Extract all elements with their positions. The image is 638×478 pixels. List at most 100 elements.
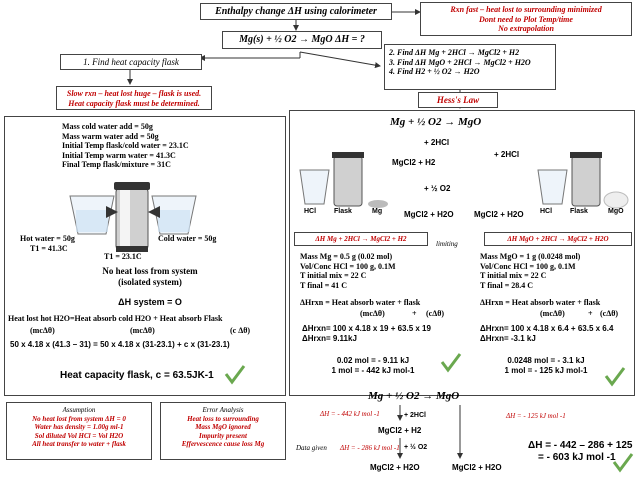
- assumption-line: No heat lost from system ΔH = 0: [32, 414, 126, 423]
- data-line: Mass cold water add = 50g: [62, 122, 153, 131]
- error-line: Impurity present: [198, 431, 248, 440]
- error-line: Heat loss to surrounding: [187, 414, 259, 423]
- heat-equation: 50 x 4.18 x (41.3 – 31) = 50 x 4.18 x (3…: [10, 340, 230, 349]
- dh3-label: ΔH = - 286 kJ mol -1: [340, 444, 400, 452]
- hcl-left: + 2HCl: [424, 138, 450, 147]
- heat-balance: Heat lost hot H2O=Heat absorb cold H2O +…: [8, 314, 223, 323]
- error-analysis-box: Error Analysis Heat loss to surrounding …: [160, 402, 286, 460]
- t1-cold-label: T1 = 23.1C: [104, 252, 142, 261]
- dh-mg-box: ΔH Mg + 2HCl → MgCl2 + H2: [294, 232, 428, 246]
- assumption-line: Water has density = 1.00g ml-1: [34, 423, 124, 431]
- dh-mgo-box: ΔH MgO + 2HCl → MgCl2 + H2O: [484, 232, 632, 246]
- step-line: 2. Find ΔH Mg + 2HCl → MgCl2 + H2: [389, 48, 520, 57]
- calc-line: ΔHrxn= 9.11kJ: [302, 333, 357, 343]
- data-line: Mass Mg = 0.5 g (0.02 mol): [300, 252, 393, 261]
- mgcl2-h2: MgCl2 + H2: [392, 158, 436, 167]
- heat-capacity-result: Heat capacity flask, c = 63.5JK-1: [60, 370, 214, 381]
- h-rxn-term: (mcΔθ): [360, 309, 385, 318]
- mg-mol: 0.02 mol = - 9.11 kJ 1 mol = - 442 kJ mo…: [298, 356, 448, 375]
- steps-box: 2. Find ΔH Mg + 2HCl → MgCl2 + H2 3. Fin…: [384, 44, 556, 90]
- error-heading: Error Analysis: [202, 406, 244, 414]
- h-rxn-term: (cΔθ): [426, 309, 445, 318]
- mgcl2-h2o-bottom-left: MgCl2 + H2O: [370, 463, 420, 472]
- mgcl2-h2o-right: MgCl2 + H2O: [474, 210, 524, 219]
- slow-rxn-note: Slow rxn – heat lost huge – flask is use…: [56, 86, 212, 110]
- data-line: Vol/Conc HCl = 100 g, 0.1M: [480, 261, 576, 271]
- answer-line: ΔH = - 442 – 286 + 125: [528, 440, 633, 451]
- error-line: Mass MgO ignored: [195, 423, 251, 431]
- note-line: Heat capacity flask must be determined.: [68, 98, 200, 108]
- mgcl2-h2-bottom: MgCl2 + H2: [378, 426, 422, 435]
- h-rxn-heat-mgo: ΔHrxn = Heat absorb water + flask: [480, 298, 601, 307]
- note-line: Rxn fast – heat lost to surrounding mini…: [450, 5, 602, 14]
- heat-term: (mcΔθ): [130, 326, 155, 335]
- apparatus-label: MgO: [608, 208, 624, 215]
- heat-capacity-panel: [4, 116, 286, 396]
- hess-top-eq: Mg + ½ O2 → MgO: [390, 116, 482, 128]
- calc-line: ΔHrxn= 100 x 4.18 x 6.4 + 63.5 x 6.4: [480, 324, 614, 333]
- hess-label: Hess's Law: [418, 92, 498, 108]
- data-line: T final = 28.4 C: [480, 280, 534, 290]
- calc-line: ΔHrxn= 100 x 4.18 x 19 + 63.5 x 19: [302, 324, 431, 333]
- step-line: 4. Find H2 + ½ O2 → H2O: [389, 67, 480, 76]
- assumption-line: All heat transfer to water + flask: [32, 440, 126, 448]
- answer-line: = - 603 kJ mol -1: [538, 452, 616, 463]
- mg-data: Mass Mg = 0.5 g (0.02 mol) Vol/Conc HCl …: [300, 252, 396, 290]
- cold-water-label: Cold water = 50g: [158, 234, 217, 243]
- mol-line: 1 mol = - 125 kJ mol-1: [504, 365, 588, 375]
- mgo-calc: ΔHrxn= 100 x 4.18 x 6.4 + 63.5 x 6.4 ΔHr…: [480, 324, 613, 343]
- heat-term: (c Δθ): [230, 326, 251, 335]
- limiting-label: limiting: [436, 240, 458, 248]
- flask-data: Mass cold water add = 50g Mass warm wate…: [62, 122, 189, 170]
- mol-line: 0.02 mol = - 9.11 kJ: [336, 356, 410, 365]
- h-rxn-term: +: [412, 309, 417, 318]
- data-line: Vol/Conc HCl = 100 g, 0.1M: [300, 261, 396, 271]
- half-o2: + ½ O2: [424, 184, 451, 193]
- assumption-line: Sol diluted Vol HCl = Vol H2O: [34, 431, 124, 440]
- hess-bottom-eq: Mg + ½ O2 → MgO: [368, 390, 460, 402]
- half-o2-bottom: + ½ O2: [404, 444, 428, 451]
- h-rxn-heat-mg: ΔHrxn = Heat absorb water + flask: [300, 298, 421, 307]
- hcl-bottom: + 2HCl: [404, 412, 426, 419]
- no-heat-loss: No heat loss from system (isolated syste…: [60, 266, 240, 287]
- data-line: Initial Temp warm water = 41.3C: [62, 150, 176, 160]
- apparatus-label: Flask: [570, 208, 588, 215]
- data-line: T final = 41 C: [300, 280, 348, 290]
- data-line: Final Temp flask/mixture = 31C: [62, 160, 171, 169]
- data-line: T initial mix = 22 C: [300, 271, 367, 280]
- dh1-label: ΔH = - 442 kJ mol -1: [320, 410, 380, 418]
- data-given-label: Data given: [296, 444, 327, 452]
- h-rxn-term: +: [588, 309, 593, 318]
- note-line: Slow rxn – heat lost huge – flask is use…: [66, 89, 202, 98]
- mgo-data: Mass MgO = 1 g (0.0248 mol) Vol/Conc HCl…: [480, 252, 580, 290]
- assumption-box: Assumption No heat lost from system ΔH =…: [6, 402, 152, 460]
- heat-term: (mcΔθ): [30, 326, 55, 335]
- calc-line: ΔHrxn= -3.1 kJ: [480, 333, 536, 343]
- page-title: Enthalpy change ΔH using calorimeter: [200, 3, 392, 20]
- text-line: (isolated system): [118, 276, 182, 287]
- final-answer: ΔH = - 442 – 286 + 125 = - 603 kJ mol -1: [528, 440, 632, 464]
- data-line: T initial mix = 22 C: [480, 271, 547, 280]
- apparatus-label: HCl: [304, 208, 317, 215]
- assumption-heading: Assumption: [62, 406, 96, 414]
- data-line: Mass warm water add = 50g: [62, 131, 159, 141]
- step-line: 3. Find ΔH MgO + 2HCl → MgCl2 + H2O: [389, 57, 531, 67]
- error-line: Effervescence cause loss Mg: [181, 440, 265, 448]
- hcl-right: + 2HCl: [494, 150, 520, 159]
- step1-box: 1. Find heat capacity flask: [60, 54, 202, 70]
- mol-line: 0.0248 mol = - 3.1 kJ: [507, 356, 585, 365]
- mgo-mol: 0.0248 mol = - 3.1 kJ 1 mol = - 125 kJ m…: [466, 356, 626, 375]
- data-line: Mass MgO = 1 g (0.0248 mol): [480, 252, 581, 261]
- text-line: No heat loss from system: [102, 266, 198, 276]
- data-line: Initial Temp flask/cold water = 23.1C: [62, 141, 189, 150]
- note-line: No extrapolation: [498, 24, 554, 33]
- dh2-label: ΔH = - 125 kJ mol -1: [506, 412, 566, 420]
- mgcl2-h2o-bottom-right: MgCl2 + H2O: [452, 463, 502, 472]
- mol-line: 1 mol = - 442 kJ mol-1: [331, 365, 415, 375]
- apparatus-label: Mg: [372, 208, 383, 215]
